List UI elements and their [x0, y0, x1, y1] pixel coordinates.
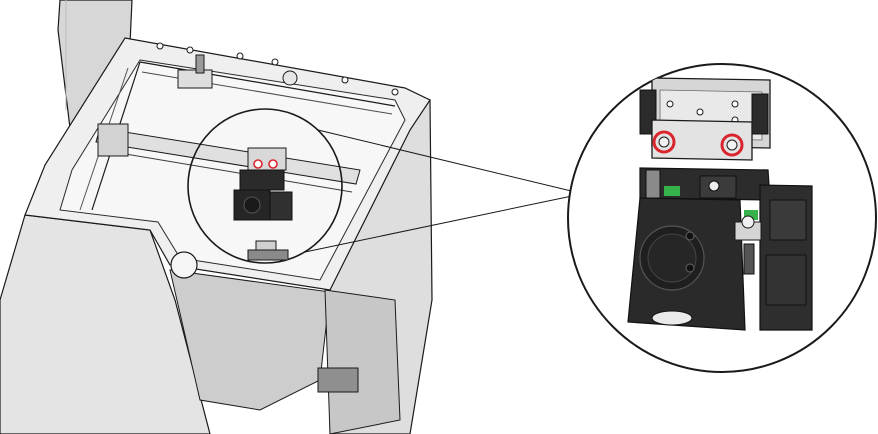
printer-body	[0, 0, 433, 434]
printhead-location-circle	[187, 108, 343, 264]
screw-icon	[726, 139, 738, 151]
screw-callout-right	[720, 133, 744, 157]
screw-icon	[658, 136, 670, 148]
chamber-port	[170, 251, 198, 279]
zoom-detail-circle	[567, 63, 877, 373]
leader-lines	[304, 129, 593, 253]
screw-callout-left	[652, 130, 676, 154]
